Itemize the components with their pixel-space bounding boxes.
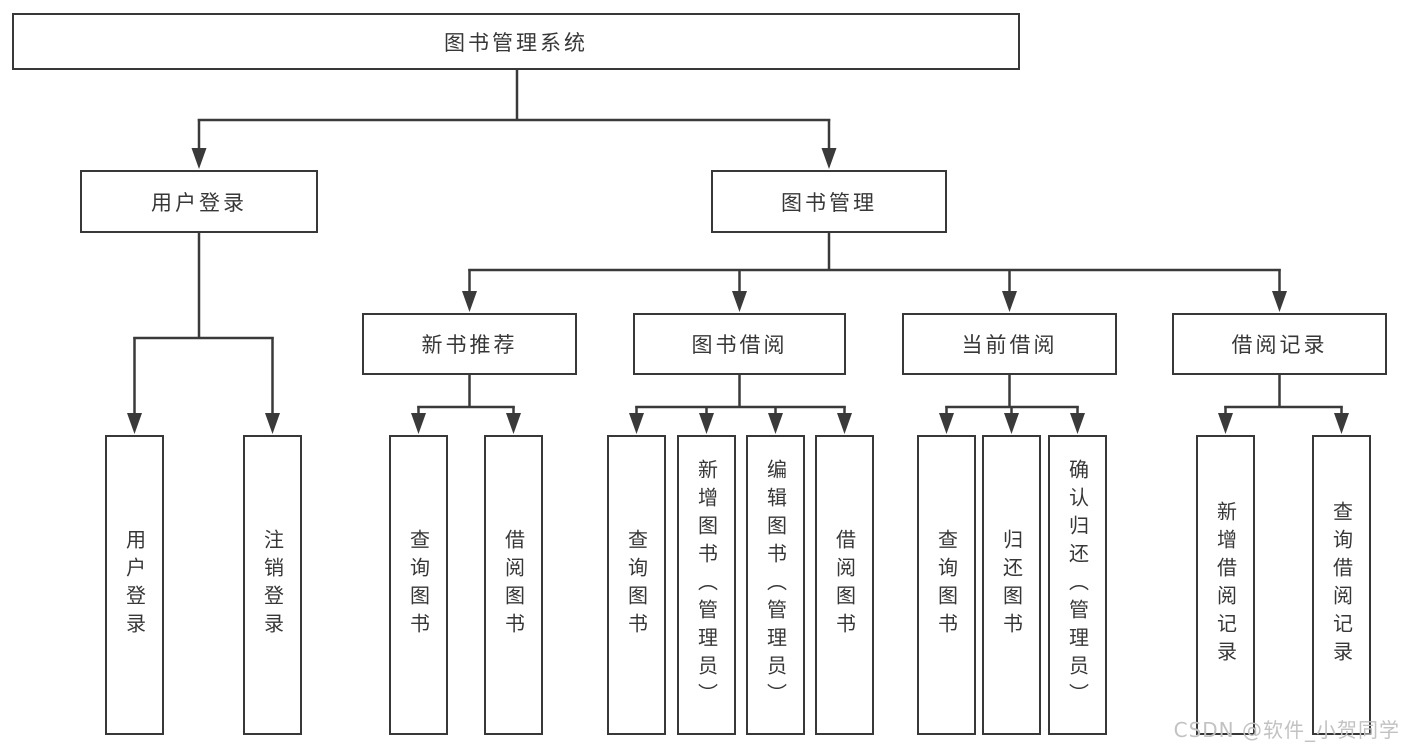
- node-leaf-newbook-borrow: 借阅图书: [484, 435, 543, 735]
- node-book-borrow-label: 图书借阅: [691, 333, 788, 357]
- node-user-login: 用户登录: [80, 170, 318, 233]
- node-leaf-user-login-label: 用户登录: [122, 529, 147, 641]
- node-leaf-borrow-query-label: 查询图书: [624, 529, 649, 641]
- node-leaf-user-login: 用户登录: [105, 435, 164, 735]
- node-book-borrow: 图书借阅: [633, 313, 846, 375]
- node-borrow-record: 借阅记录: [1172, 313, 1387, 375]
- node-borrow-record-label: 借阅记录: [1231, 333, 1328, 357]
- node-new-book-recommend-label: 新书推荐: [421, 333, 518, 357]
- node-leaf-record-query-label: 查询借阅记录: [1329, 501, 1354, 669]
- node-leaf-newbook-borrow-label: 借阅图书: [501, 529, 526, 641]
- node-leaf-borrow-query: 查询图书: [607, 435, 666, 735]
- node-leaf-newbook-query-label: 查询图书: [406, 529, 431, 641]
- node-leaf-logout: 注销登录: [243, 435, 302, 735]
- node-new-book-recommend: 新书推荐: [362, 313, 577, 375]
- node-leaf-current-return-label: 归还图书: [999, 529, 1024, 641]
- node-leaf-borrow-borrow: 借阅图书: [815, 435, 874, 735]
- node-leaf-newbook-query: 查询图书: [389, 435, 448, 735]
- node-leaf-borrow-borrow-label: 借阅图书: [832, 529, 857, 641]
- node-leaf-borrow-add: 新增图书（管理员）: [677, 435, 736, 735]
- node-leaf-logout-label: 注销登录: [260, 529, 285, 641]
- node-leaf-current-query-label: 查询图书: [934, 529, 959, 641]
- csdn-watermark: CSDN @软件_小贺同学: [1173, 718, 1400, 742]
- node-root: 图书管理系统: [12, 13, 1020, 70]
- node-current-borrow: 当前借阅: [902, 313, 1117, 375]
- node-root-label: 图书管理系统: [444, 30, 588, 55]
- node-book-management: 图书管理: [711, 170, 947, 233]
- node-leaf-record-add: 新增借阅记录: [1196, 435, 1255, 735]
- node-leaf-borrow-add-label: 新增图书（管理员）: [694, 459, 719, 711]
- node-leaf-current-confirm-label: 确认归还（管理员）: [1065, 459, 1090, 711]
- node-leaf-current-query: 查询图书: [917, 435, 976, 735]
- node-leaf-current-confirm: 确认归还（管理员）: [1048, 435, 1107, 735]
- node-current-borrow-label: 当前借阅: [961, 333, 1058, 357]
- node-user-login-label: 用户登录: [151, 190, 247, 215]
- node-leaf-borrow-edit-label: 编辑图书（管理员）: [763, 459, 788, 711]
- node-leaf-record-query: 查询借阅记录: [1312, 435, 1371, 735]
- node-leaf-borrow-edit: 编辑图书（管理员）: [746, 435, 805, 735]
- node-leaf-record-add-label: 新增借阅记录: [1213, 501, 1238, 669]
- node-leaf-current-return: 归还图书: [982, 435, 1041, 735]
- node-book-management-label: 图书管理: [781, 190, 877, 215]
